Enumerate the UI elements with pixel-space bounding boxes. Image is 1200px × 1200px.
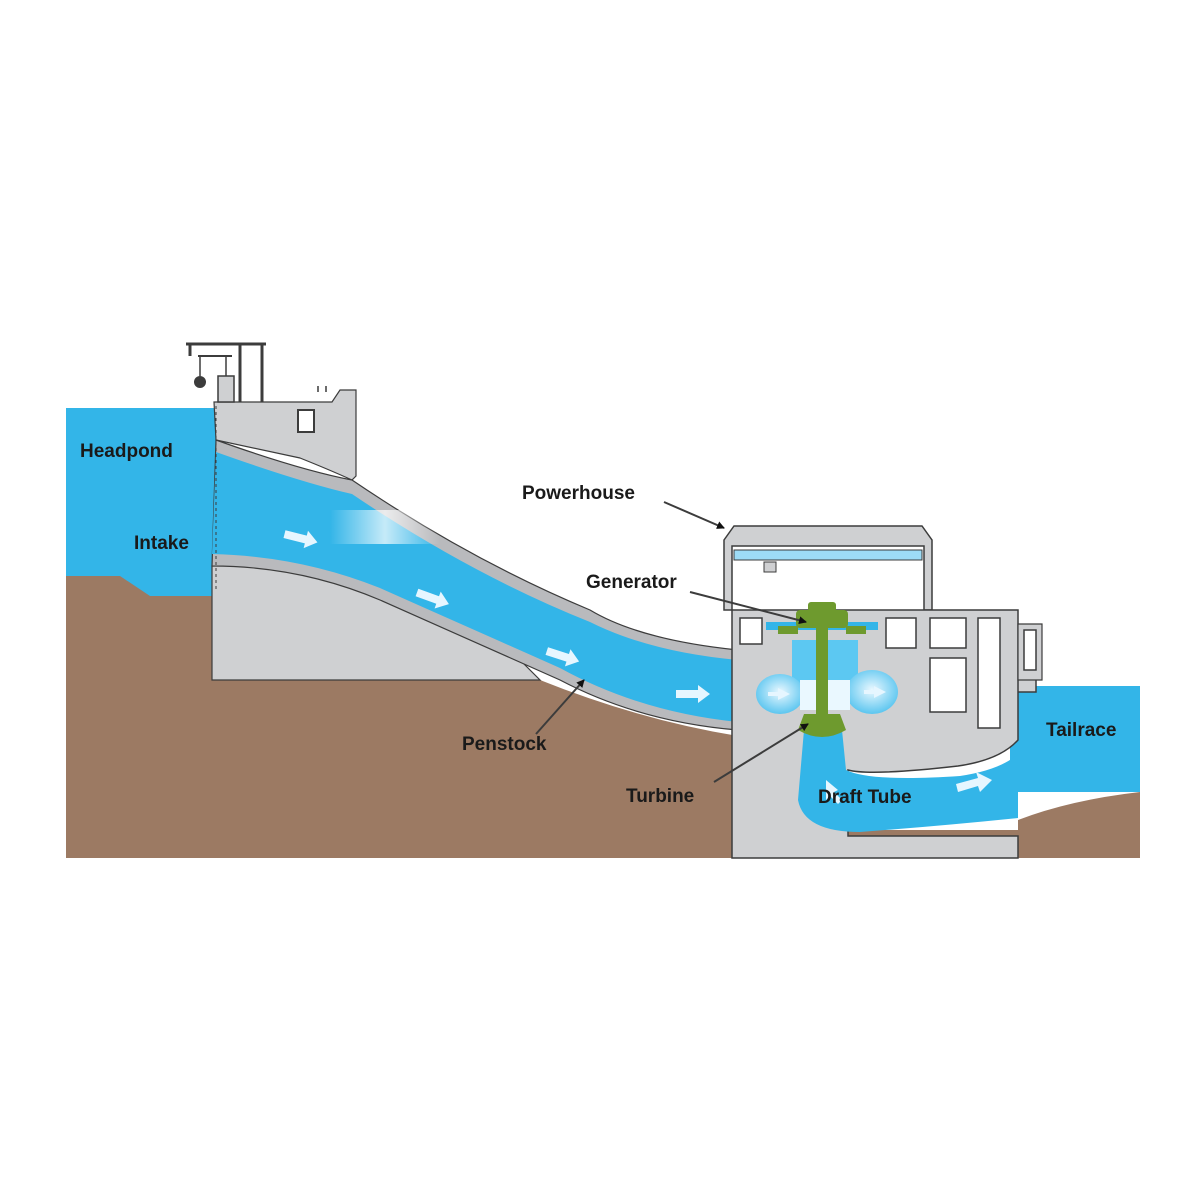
dam-structure	[213, 389, 357, 481]
room	[929, 657, 967, 713]
powerhouse-rooms	[739, 617, 1037, 729]
tailrace-water	[1010, 686, 1140, 792]
powerhouse-crane-beam	[733, 549, 923, 561]
headpond-water	[66, 408, 226, 608]
room	[929, 617, 967, 649]
ground	[66, 576, 1140, 858]
crane-hook	[194, 376, 206, 388]
room	[739, 617, 763, 645]
gatehouse-window	[297, 409, 315, 433]
shaft	[816, 628, 828, 720]
flow-arrow	[283, 530, 318, 549]
penstock-leader	[535, 679, 585, 735]
scroll-flow-arrow-left	[768, 688, 790, 700]
gantry-crane	[186, 342, 266, 402]
generator-rotor	[796, 610, 848, 628]
generator-cap	[808, 602, 836, 612]
scroll-flow-arrow-right	[864, 686, 886, 698]
penstock-highlight	[330, 510, 440, 544]
powerhouse-roof	[723, 525, 933, 611]
draft-tube-flow-arrow	[826, 780, 842, 804]
flow-arrow	[676, 685, 710, 703]
label-powerhouse: Powerhouse	[522, 483, 635, 504]
crane-weight	[217, 375, 235, 403]
leader-lines	[535, 501, 809, 783]
gatehouse-roof-vents	[317, 386, 327, 392]
room	[885, 617, 917, 649]
powerhouse-leader	[663, 501, 725, 529]
label-generator: Generator	[586, 572, 677, 593]
room	[977, 617, 1001, 729]
tailrace-flow-arrow	[956, 772, 992, 792]
draft-tube	[798, 730, 1018, 832]
label-headpond: Headpond	[80, 441, 173, 462]
generator-stator-left	[778, 626, 798, 634]
label-turbine: Turbine	[626, 786, 694, 807]
penstock-flow-arrows	[283, 530, 710, 703]
flow-arrow	[415, 588, 449, 609]
flow-arrow	[545, 647, 580, 667]
label-intake: Intake	[134, 533, 189, 554]
label-draft-tube: Draft Tube	[818, 787, 912, 808]
powerhouse-crane-trolley	[763, 561, 777, 573]
generator-leader	[689, 591, 807, 625]
turbine-leader	[713, 723, 809, 783]
generator-turbine-unit	[778, 602, 866, 737]
turbine-runner	[798, 714, 846, 737]
generator-stator-right	[846, 626, 866, 634]
room	[1023, 629, 1037, 671]
label-tailrace: Tailrace	[1046, 720, 1116, 741]
label-penstock: Penstock	[462, 734, 547, 755]
